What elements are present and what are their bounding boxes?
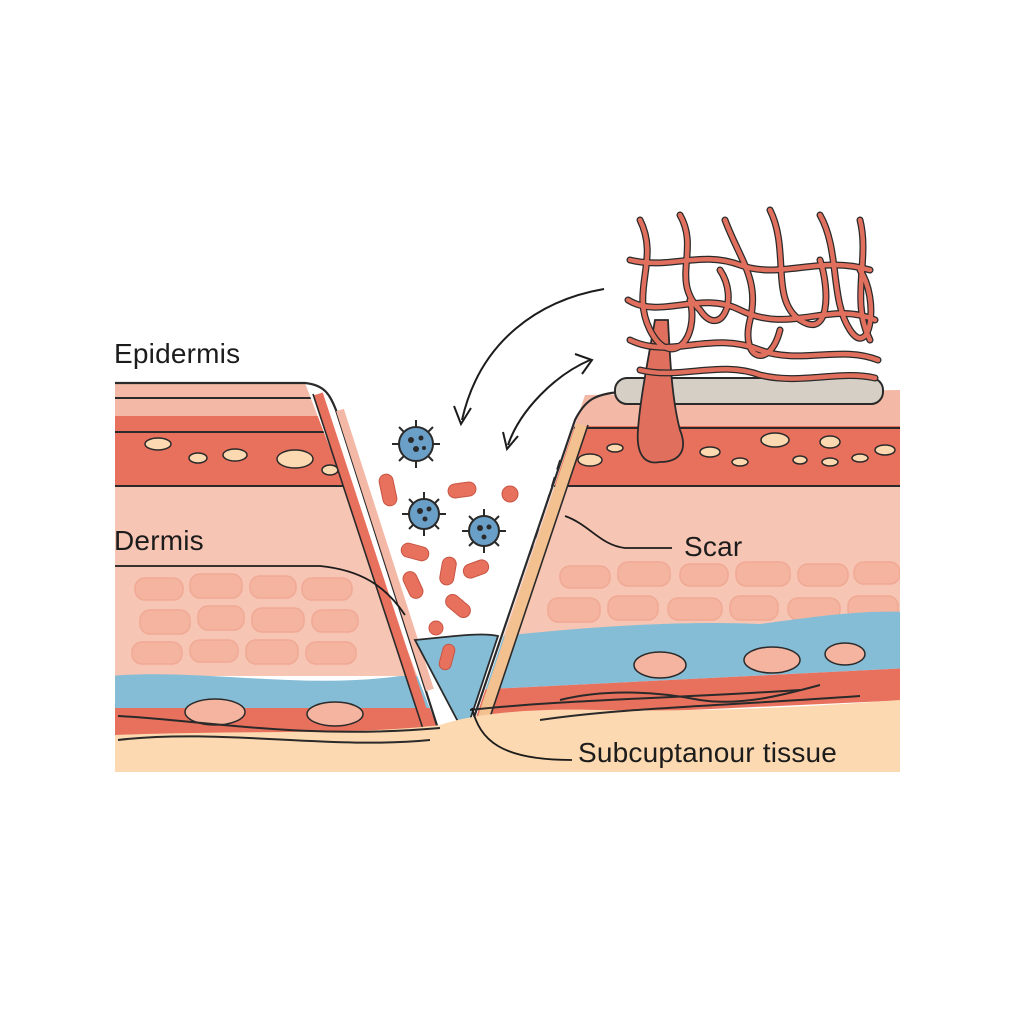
right-red-band xyxy=(470,426,900,486)
rod-bacteria-group xyxy=(378,473,519,671)
virus-icon xyxy=(462,509,506,553)
left-red-band xyxy=(115,416,440,486)
left-wound-edge xyxy=(115,381,442,736)
scar-plate xyxy=(614,377,884,405)
dermis-leader xyxy=(115,565,406,616)
left-skin-block xyxy=(115,383,440,735)
scar-tissue xyxy=(614,206,884,464)
right-band-cells xyxy=(577,432,896,467)
rod-bacteria-icon xyxy=(445,594,471,618)
virus-icon xyxy=(402,492,446,536)
rod-bacteria-icon xyxy=(428,620,444,636)
scar-leader xyxy=(564,515,672,549)
curved-arrow-icon xyxy=(502,353,594,452)
left-fat-cells xyxy=(131,573,359,665)
virus-icon xyxy=(392,420,440,468)
rod-bacteria-icon xyxy=(402,571,424,599)
dermis-label: Dermis xyxy=(114,525,204,556)
rod-bacteria-icon xyxy=(400,542,430,562)
rod-bacteria-icon xyxy=(439,556,457,586)
epidermis-label: Epidermis xyxy=(114,338,241,369)
right-blue-layer xyxy=(470,611,900,690)
subcutaneous-layer xyxy=(115,700,900,772)
rod-bacteria-icon xyxy=(438,643,456,671)
left-wound-wall-red xyxy=(313,392,435,737)
leader-lines xyxy=(115,515,672,761)
scar-fiber-fill xyxy=(625,207,881,381)
left-epidermis-band xyxy=(115,383,440,420)
right-wound-wall-yellow xyxy=(472,423,588,737)
subcutaneous-fibers xyxy=(117,684,861,744)
rod-bacteria-icon xyxy=(501,485,519,503)
subcutaneous-leader xyxy=(471,707,573,761)
left-band-cells xyxy=(144,437,339,476)
scar-label: Scar xyxy=(684,531,743,562)
right-fat-cells xyxy=(547,561,900,623)
curved-arrow-icon xyxy=(453,288,605,427)
subcutaneous-tissue-label: Subcuptanour tissue xyxy=(578,737,838,768)
rod-bacteria-icon xyxy=(447,481,477,499)
right-lower-red-band xyxy=(470,668,900,720)
scar-stalk xyxy=(636,319,684,464)
rod-bacteria-icon xyxy=(378,473,398,507)
left-blue-layer xyxy=(115,674,440,712)
rod-bacteria-icon xyxy=(462,559,490,579)
wound-base-fluid xyxy=(413,633,500,738)
